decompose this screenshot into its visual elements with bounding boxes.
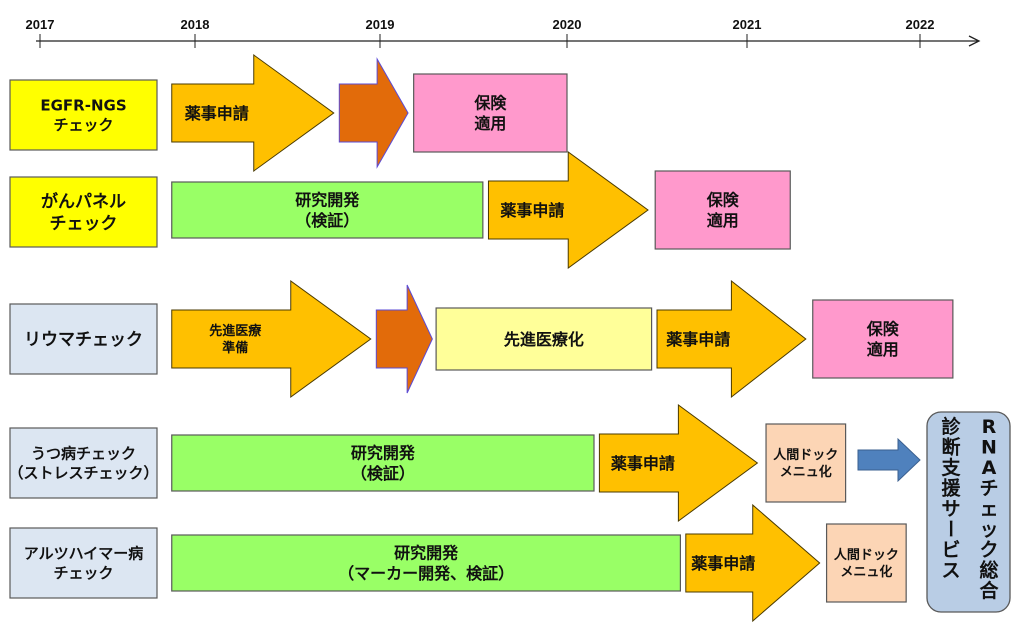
- research-box-label: 研究開発: [295, 190, 360, 209]
- application-arrow-icon: [685, 503, 821, 623]
- connector-arrow-icon: [857, 437, 921, 483]
- row-label-text: （ストレスチェック）: [8, 464, 158, 482]
- service-text-char: 支: [940, 457, 961, 479]
- research-box-label: （マーカー開発、検証）: [338, 564, 514, 583]
- service-text-char: N: [981, 437, 997, 459]
- application-arrow-icon: [171, 280, 372, 398]
- arrow-label: 準備: [222, 340, 248, 356]
- service-text-char: 断: [941, 436, 960, 459]
- year-label: 2021: [733, 17, 762, 32]
- service-text-char: ビ: [941, 539, 960, 561]
- research-box: [171, 434, 595, 492]
- advanced-box-label: 先進医療化: [504, 330, 584, 349]
- timeline-arrowhead-icon: [968, 35, 981, 47]
- year-label: 2018: [181, 17, 210, 32]
- application-arrow-icon: [598, 404, 759, 522]
- research-box: [171, 534, 681, 592]
- research-box: [171, 181, 484, 239]
- arrow-label: 先進医療: [209, 323, 262, 339]
- year-label: 2017: [26, 17, 55, 32]
- insurance-box-label: 適用: [867, 340, 899, 359]
- row-label-box: [9, 79, 158, 151]
- service-text-char: 総: [979, 559, 998, 582]
- service-text-char: ェ: [979, 498, 998, 520]
- research-box-label: （検証）: [351, 464, 415, 483]
- service-text-char: R: [982, 416, 997, 438]
- service-text-char: ッ: [979, 519, 998, 541]
- insurance-box: [413, 73, 568, 153]
- checkup-box: [765, 423, 847, 503]
- checkup-box-label: 人間ドック: [834, 547, 899, 563]
- research-box-label: （検証）: [295, 211, 359, 230]
- insurance-box: [812, 299, 954, 379]
- insurance-box-label: 保険: [706, 190, 740, 209]
- insurance-box: [654, 170, 791, 250]
- row-label-box: [9, 176, 158, 248]
- service-text-char: A: [982, 457, 997, 479]
- row-label-text: うつ病チェック: [31, 445, 136, 463]
- research-box-label: 研究開発: [351, 443, 416, 462]
- row-label-box: [9, 427, 158, 499]
- row-label-text: がんパネル: [41, 191, 126, 212]
- roadmap-rows: EGFR-NGSチェック薬事申請保険適用がんパネルチェック研究開発（検証）薬事申…: [8, 54, 954, 623]
- row-label-box: [9, 303, 158, 375]
- application-arrow-icon: [487, 151, 649, 269]
- row-label-text: リウマチェック: [24, 330, 143, 350]
- service-text-char: チ: [979, 478, 998, 500]
- checkup-box-label: メニュ化: [780, 464, 832, 480]
- arrow-label: 薬事申請: [690, 554, 755, 573]
- row-label-text: チェック: [53, 564, 113, 582]
- application-arrow-icon: [656, 279, 807, 399]
- row-label-text: アルツハイマー病: [24, 545, 144, 563]
- year-label: 2020: [553, 17, 582, 32]
- year-label: 2019: [366, 17, 395, 32]
- timeline-axis: 2017 2018 2019 2020 2021 2022: [26, 17, 981, 48]
- application-arrow-icon: [171, 54, 335, 172]
- row-label-text: EGFR-NGS: [40, 97, 126, 115]
- insurance-box-label: 適用: [707, 211, 739, 230]
- service-text-char: ス: [941, 560, 960, 582]
- service-text-char: ー: [939, 519, 961, 538]
- service-text-char: 合: [979, 579, 999, 602]
- insurance-box-label: 保険: [866, 319, 900, 338]
- insurance-box-label: 適用: [474, 114, 506, 133]
- research-box-label: 研究開発: [394, 543, 459, 562]
- advanced-box: [435, 307, 653, 371]
- checkup-box-label: メニュ化: [840, 564, 892, 580]
- year-label: 2022: [906, 17, 935, 32]
- rna-service-box: [926, 411, 1011, 613]
- service-text-char: 診: [941, 415, 961, 438]
- insurance-box-label: 保険: [473, 93, 507, 112]
- service-text-char: サ: [941, 498, 960, 520]
- row-label-text: チェック: [53, 116, 113, 134]
- arrow-label: 薬事申請: [499, 201, 564, 220]
- arrow-label: 薬事申請: [610, 454, 675, 473]
- transition-arrow-icon: [375, 284, 433, 394]
- service-text-char: 援: [941, 477, 961, 500]
- transition-arrow-icon: [338, 57, 409, 169]
- row-label-text: チェック: [50, 214, 118, 234]
- service-text-char: ク: [979, 539, 998, 561]
- checkup-box: [825, 523, 907, 603]
- row-label-box: [9, 527, 158, 599]
- arrow-label: 薬事申請: [665, 330, 730, 349]
- arrow-label: 薬事申請: [184, 104, 249, 123]
- checkup-box-label: 人間ドック: [773, 447, 838, 463]
